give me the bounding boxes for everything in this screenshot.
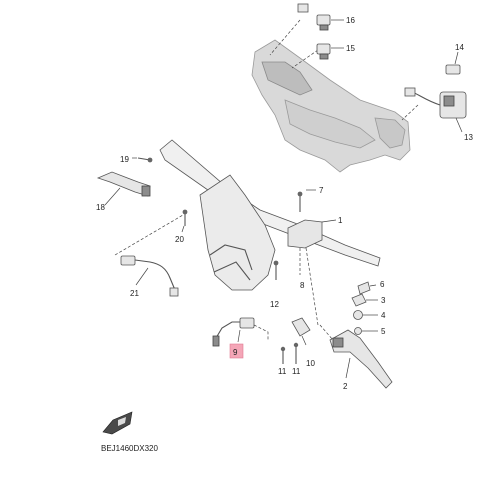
part-11-screw-a[interactable] — [280, 346, 286, 364]
label-part-8: 8 — [300, 281, 305, 290]
highlight-marker-9 — [229, 343, 244, 359]
part-12-bolt[interactable] — [273, 260, 279, 280]
label-part-20: 20 — [175, 235, 184, 244]
label-part-19: 19 — [120, 155, 129, 164]
label-part-12: 12 — [270, 300, 279, 309]
part-16-switch[interactable] — [316, 14, 344, 31]
label-part-9: 9 — [233, 348, 238, 357]
label-part-7: 7 — [319, 186, 324, 195]
label-part-5: 5 — [381, 327, 386, 336]
label-part-2: 2 — [343, 382, 348, 391]
label-part-13: 13 — [464, 133, 473, 142]
part-9-switch[interactable] — [212, 317, 269, 347]
label-part-15: 15 — [346, 44, 355, 53]
part-15-switch[interactable] — [316, 43, 344, 60]
part-6-pin[interactable] — [357, 281, 377, 295]
handlebar-cover-ghost — [251, 19, 419, 173]
part-11-screw-b[interactable] — [293, 342, 299, 364]
label-part-11-b: 11 — [292, 367, 301, 376]
label-part-14: 14 — [455, 43, 464, 52]
label-part-10: 10 — [306, 359, 315, 368]
label-part-4: 4 — [381, 311, 386, 320]
part-20-screw[interactable] — [181, 209, 188, 233]
label-part-11-a: 11 — [278, 367, 287, 376]
diagram-code: BEJ1460DX320 — [101, 444, 158, 453]
top-connector — [297, 3, 309, 13]
front-direction-icon — [102, 411, 133, 435]
part-3-spacer[interactable] — [351, 293, 378, 307]
label-part-6: 6 — [380, 280, 385, 289]
part-21-switch-cable[interactable] — [114, 214, 184, 297]
part-18-clutch-lever[interactable] — [96, 171, 151, 206]
part-19-screw[interactable] — [132, 157, 153, 163]
label-part-1: 1 — [338, 216, 343, 225]
part-10-bracket[interactable] — [291, 317, 311, 346]
label-part-21: 21 — [130, 289, 139, 298]
part-14-connector[interactable] — [445, 51, 461, 75]
part-8-bracket[interactable] — [299, 247, 319, 326]
part-4-nut[interactable] — [353, 310, 379, 320]
label-part-16: 16 — [346, 16, 355, 25]
part-13-switch-unit[interactable] — [404, 87, 467, 133]
part-7-bolt[interactable] — [297, 189, 316, 212]
part-2-brake-lever[interactable] — [319, 324, 393, 389]
label-part-18: 18 — [96, 203, 105, 212]
part-5-washer[interactable] — [354, 327, 379, 335]
label-part-3: 3 — [381, 296, 386, 305]
handlebar — [159, 139, 381, 291]
part-1-holder[interactable] — [287, 219, 337, 249]
